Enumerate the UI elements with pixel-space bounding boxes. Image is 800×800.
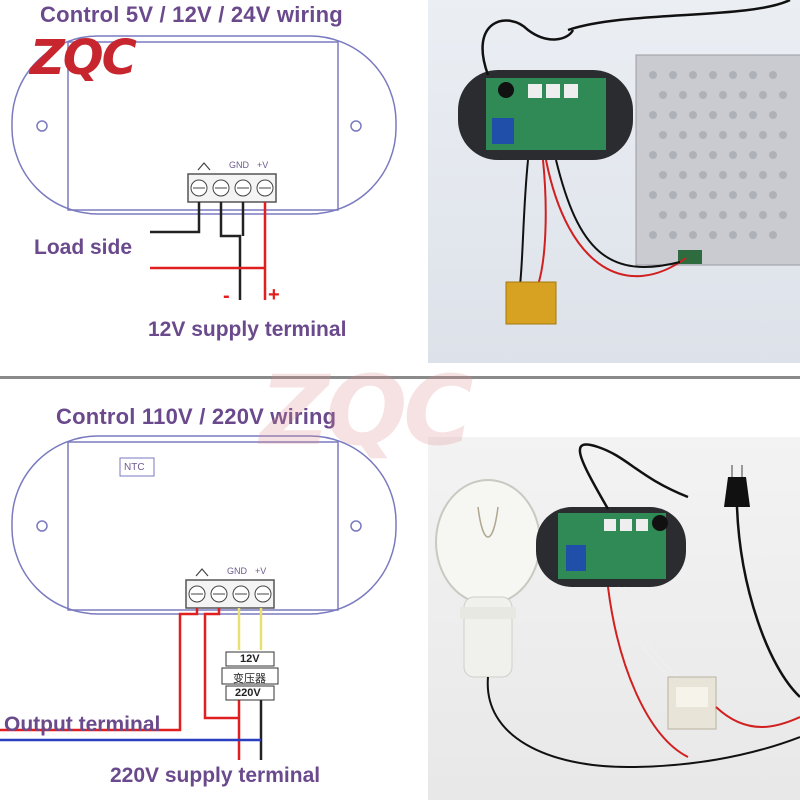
transformer-220v-label: 220V <box>235 687 261 699</box>
gnd-label: GND <box>227 566 247 576</box>
plus-v-label: +V <box>257 160 269 170</box>
zqc-watermark: ZQC <box>260 355 474 467</box>
display-window <box>67 441 339 611</box>
relay <box>566 545 586 571</box>
bottom-photo <box>428 437 800 800</box>
load-side-label: Load side <box>34 236 133 259</box>
top-wiring-panel: Control 5V / 12V / 24V wiring GND +V Loa… <box>11 0 800 363</box>
bottom-supply-label: 220V supply terminal <box>110 764 321 787</box>
top-supply-label: 12V supply terminal <box>148 318 347 341</box>
wires <box>0 608 263 760</box>
top-title: Control 5V / 12V / 24V wiring <box>40 2 343 27</box>
bottom-title: Control 110V / 220V wiring <box>56 404 337 429</box>
power-plug <box>724 477 750 507</box>
device-outline <box>11 35 397 215</box>
bottom-diagram <box>0 435 397 760</box>
relay <box>492 118 514 144</box>
top-photo-illustration <box>458 0 800 325</box>
transformer-12v-label: 12V <box>240 653 260 665</box>
terminal-block <box>185 568 275 609</box>
bottom-photo-illustration <box>435 443 800 769</box>
gnd-label: GND <box>229 160 249 170</box>
plus-sign: + <box>268 284 280 306</box>
mount-hole-left <box>36 520 48 532</box>
top-diagram <box>11 35 397 300</box>
buzzer <box>652 515 668 531</box>
plus-v-label: +V <box>255 566 267 576</box>
probe-cable <box>481 19 575 76</box>
terminal-block <box>187 162 277 203</box>
heater-pad <box>505 281 557 325</box>
top-photo <box>428 0 800 363</box>
light-bulb <box>435 479 541 605</box>
wires <box>150 202 267 300</box>
power-supply <box>635 54 800 266</box>
output-terminal-label: Output terminal <box>4 713 161 736</box>
mount-hole-left <box>36 120 48 132</box>
bottom-wiring-panel: Control 110V / 220V wiring NTC GND +V 12… <box>0 400 800 800</box>
buzzer <box>498 82 514 98</box>
zqc-logo: ZQC <box>30 30 137 86</box>
transformer-name-label: 变压器 <box>233 673 266 685</box>
panel-divider <box>0 376 800 379</box>
ntc-label: NTC <box>124 462 145 473</box>
ntc-box <box>119 457 155 477</box>
display-window <box>67 41 339 211</box>
mount-hole-right <box>350 120 362 132</box>
transformer <box>221 651 279 701</box>
probe-cable <box>578 443 689 510</box>
mount-hole-right <box>350 520 362 532</box>
minus-sign: - <box>223 285 230 307</box>
